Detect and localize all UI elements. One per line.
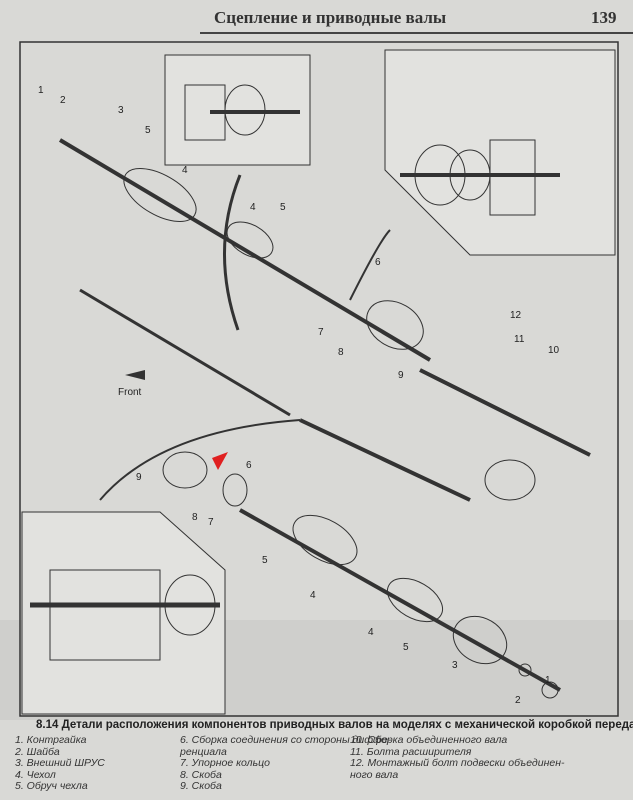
callout-9b: 9 xyxy=(136,472,142,483)
front-arrow-icon xyxy=(125,370,145,380)
legend-item: 4. Чехол xyxy=(15,768,56,781)
callouts: 1 2 3 5 4 4 5 6 7 8 9 12 11 10 9 8 7 6 5… xyxy=(38,85,560,706)
inset-top-center xyxy=(164,54,311,166)
legend-item: ного вала xyxy=(350,768,399,781)
inset-right xyxy=(384,49,616,256)
callout-11: 11 xyxy=(514,334,525,345)
legend-item: ренциала xyxy=(180,745,227,758)
callout-10: 10 xyxy=(548,345,560,356)
callout-8b: 8 xyxy=(192,512,198,523)
legend-item: 7. Упорное кольцо xyxy=(180,757,270,769)
callout-6: 6 xyxy=(375,257,381,268)
legend-column-2: 6. Сборка соединения со стороны диффе- р… xyxy=(180,734,392,793)
shaft-assemblies xyxy=(58,138,591,699)
callout-6b: 6 xyxy=(246,460,252,471)
callout-4: 4 xyxy=(182,165,188,176)
page-number: 139 xyxy=(591,8,617,27)
legend-item: 9. Скоба xyxy=(180,780,222,792)
callout-9: 9 xyxy=(398,370,404,381)
callout-5: 5 xyxy=(145,125,151,136)
legend-item: 3. Внешний ШРУС xyxy=(15,757,105,769)
callout-2b: 2 xyxy=(515,695,521,706)
callout-1: 1 xyxy=(38,85,44,96)
legend-item: 8. Скоба xyxy=(180,768,222,781)
callout-4c: 4 xyxy=(310,590,316,601)
legend-item: 2. Шайба xyxy=(15,745,60,758)
legend-item: 10. Сборка объединенного вала xyxy=(350,734,508,746)
callout-5d: 5 xyxy=(403,642,409,653)
legend-item: 5. Обруч чехла xyxy=(15,780,88,792)
front-label: Front xyxy=(118,387,142,398)
callout-4d: 4 xyxy=(368,627,374,638)
red-marker-arrow xyxy=(212,452,228,470)
page-header: Сцепление и приводные валы 139 xyxy=(0,0,633,36)
callout-7: 7 xyxy=(318,327,324,338)
header-rule xyxy=(200,32,633,34)
callout-4b: 4 xyxy=(250,202,256,213)
legend-column-1: 1. Контргайка 2. Шайба 3. Внешний ШРУС 4… xyxy=(15,734,105,793)
legend-item: 12. Монтажный болт подвески объединен- xyxy=(350,757,565,769)
callout-8: 8 xyxy=(338,347,344,358)
figure-caption: 8.14 Детали расположения компонентов при… xyxy=(36,719,633,731)
legend-item: 11. Болта расширителя xyxy=(350,745,472,758)
callout-12: 12 xyxy=(510,310,522,321)
legend-column-3: 10. Сборка объединенного вала 11. Болта … xyxy=(350,734,565,781)
callout-7b: 7 xyxy=(208,517,214,528)
callout-2: 2 xyxy=(60,95,66,106)
legend-item: 1. Контргайка xyxy=(15,734,87,746)
running-title: Сцепление и приводные валы xyxy=(214,8,447,27)
callout-5c: 5 xyxy=(262,555,268,566)
inset-bottom-left xyxy=(21,511,226,715)
callout-3: 3 xyxy=(118,105,124,116)
callout-5b: 5 xyxy=(280,202,286,213)
callout-3b: 3 xyxy=(452,660,458,671)
callout-1b: 1 xyxy=(545,675,551,686)
legend-item: 6. Сборка соединения со стороны диффе- xyxy=(180,734,392,746)
figure-frame xyxy=(19,41,619,717)
